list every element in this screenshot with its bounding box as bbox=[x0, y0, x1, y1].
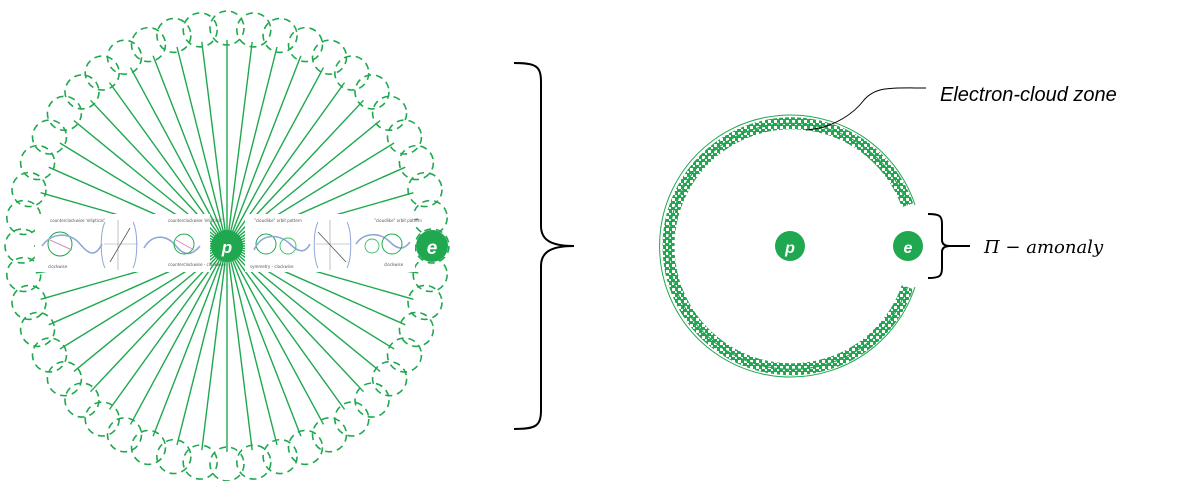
orbit-loop bbox=[398, 144, 435, 181]
orbit-loop bbox=[130, 429, 167, 466]
orbit-loop bbox=[182, 444, 218, 480]
grouping-brace bbox=[513, 62, 575, 430]
spoke bbox=[129, 245, 228, 425]
orbit-loop bbox=[386, 337, 423, 373]
panel-3-title: "cloudlike" orbit pattern bbox=[254, 218, 302, 223]
right-proton-label: p bbox=[784, 240, 795, 257]
spoke bbox=[226, 41, 253, 247]
orbit-loop bbox=[19, 311, 56, 348]
orbit-loop bbox=[156, 438, 192, 475]
orbit-loop bbox=[262, 17, 298, 54]
zone-label: Electron-cloud zone bbox=[940, 84, 1117, 106]
spoke bbox=[176, 245, 228, 446]
right-atom-model: p e Electron-cloud zone Π − amonaly bbox=[659, 84, 1117, 378]
spoke bbox=[226, 245, 253, 451]
orbit-loop bbox=[5, 256, 42, 293]
orbit-loop bbox=[31, 119, 68, 155]
spoke bbox=[226, 245, 346, 410]
panel-3-caption: symmetry - clockwise bbox=[250, 264, 294, 269]
orbit-loop bbox=[64, 382, 100, 418]
spoke bbox=[201, 245, 228, 451]
anomaly-brace bbox=[927, 213, 951, 279]
panel-4-caption: clockwise bbox=[384, 262, 404, 267]
orbit-inset-strip: counterclockwise 'elliptical' clockwise … bbox=[35, 214, 422, 272]
spoke bbox=[201, 41, 228, 247]
orbit-loop bbox=[333, 401, 370, 437]
orbit-loop bbox=[333, 55, 370, 91]
panel-2-caption: counterclockwise - clockwise bbox=[168, 262, 226, 267]
left-proton-label: p bbox=[221, 238, 232, 257]
orbit-loop bbox=[236, 444, 272, 480]
right-proton: p bbox=[775, 231, 805, 261]
orbit-sketch-2: counterclockwise 'elliptical' counterclo… bbox=[143, 218, 226, 267]
panel-2-title: counterclockwise 'elliptical' bbox=[168, 218, 223, 223]
spoke bbox=[226, 245, 302, 437]
anomaly-label: Π − amonaly bbox=[983, 237, 1104, 258]
orbit-loop bbox=[11, 171, 47, 208]
panel-4-title: "cloudlike" orbit pattern bbox=[374, 218, 422, 223]
orbit-loop bbox=[106, 39, 143, 76]
orbit-loop bbox=[386, 119, 423, 155]
orbit-loop bbox=[64, 74, 100, 110]
orbit-loop bbox=[407, 171, 443, 208]
orbit-loop bbox=[311, 416, 348, 453]
orbit-loop bbox=[407, 284, 443, 321]
spoke bbox=[226, 245, 278, 446]
orbit-loop bbox=[287, 26, 324, 63]
left-electron: e bbox=[416, 230, 448, 262]
orbit-loop bbox=[236, 12, 272, 48]
orbit-loop bbox=[84, 401, 120, 437]
orbit-loop bbox=[262, 438, 298, 475]
orbit-loop bbox=[156, 17, 192, 54]
orbit-loop bbox=[130, 26, 167, 63]
orbit-axes-1 bbox=[100, 220, 138, 270]
orbit-loop bbox=[209, 10, 245, 46]
left-proton: p bbox=[211, 230, 243, 262]
orbit-loop bbox=[354, 382, 390, 418]
right-electron-label: e bbox=[904, 240, 913, 257]
panel-1-title: counterclockwise 'elliptical' bbox=[50, 218, 105, 223]
left-electron-label: e bbox=[427, 238, 438, 259]
orbit-loop bbox=[182, 12, 218, 48]
spoke bbox=[226, 245, 325, 425]
left-atom-model: counterclockwise 'elliptical' clockwise … bbox=[4, 10, 450, 481]
orbit-loop bbox=[46, 360, 83, 397]
orbit-sketch-3: "cloudlike" orbit pattern symmetry - clo… bbox=[250, 218, 311, 269]
orbit-loop bbox=[287, 429, 324, 466]
orbit-loop bbox=[412, 256, 449, 293]
spoke bbox=[226, 55, 302, 247]
spoke bbox=[226, 46, 278, 247]
orbit-loop bbox=[398, 311, 435, 348]
orbit-loop bbox=[371, 95, 408, 132]
spoke bbox=[152, 245, 228, 437]
orbit-loop bbox=[84, 55, 120, 91]
orbit-axes-2 bbox=[313, 220, 352, 270]
orbit-loop bbox=[46, 95, 83, 132]
spoke bbox=[226, 67, 325, 247]
spoke bbox=[152, 55, 228, 247]
spoke bbox=[108, 245, 228, 410]
orbit-loop bbox=[31, 337, 68, 373]
right-electron: e bbox=[893, 231, 923, 261]
spoke bbox=[176, 46, 228, 247]
orbit-sketch-1: counterclockwise 'elliptical' clockwise bbox=[41, 218, 105, 269]
orbit-loop bbox=[11, 284, 47, 321]
orbit-sketch-4: "cloudlike" orbit pattern clockwise bbox=[355, 218, 422, 267]
spoke bbox=[129, 67, 228, 247]
zone-leader-line bbox=[805, 87, 927, 131]
orbit-loop bbox=[209, 446, 245, 481]
panel-1-caption: clockwise bbox=[48, 264, 68, 269]
orbit-loop bbox=[19, 144, 56, 181]
orbit-loop bbox=[354, 74, 390, 110]
orbit-loop bbox=[371, 360, 408, 397]
orbit-loop bbox=[106, 416, 143, 453]
